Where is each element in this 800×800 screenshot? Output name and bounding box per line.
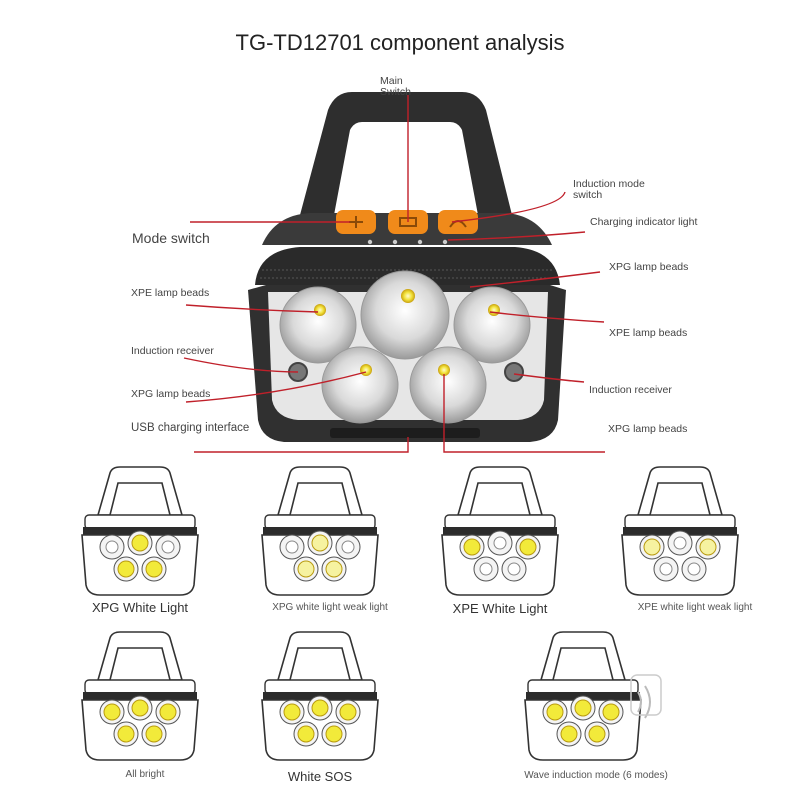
charging-indicator-dot: [367, 239, 373, 245]
lit-bead: [463, 538, 481, 556]
mode-caption-xpe-white: XPE White Light: [452, 601, 548, 616]
mode-caption-xpg-white: XPG White Light: [91, 600, 189, 615]
mode-thumbnail: [524, 631, 662, 761]
unlit-bead: [493, 536, 507, 550]
xpe-bead-left: [314, 304, 326, 316]
lit-bead: [297, 560, 315, 578]
mode-thumbnail: [261, 466, 379, 596]
lit-bead: [283, 703, 301, 721]
unlit-bead: [285, 540, 299, 554]
lit-bead: [339, 703, 357, 721]
lit-bead: [145, 725, 163, 743]
unlit-bead: [105, 540, 119, 554]
xpg-lamp-beads-label-top: XPG lamp beads: [609, 261, 689, 273]
grip-band: [255, 247, 560, 285]
lit-bead: [602, 703, 620, 721]
lit-bead: [519, 538, 537, 556]
lit-bead: [145, 560, 163, 578]
lit-bead: [325, 560, 343, 578]
unlit-bead: [687, 562, 701, 576]
lit-bead: [131, 699, 149, 717]
usb-port: [330, 428, 480, 438]
lit-bead: [311, 534, 329, 552]
lit-bead: [574, 699, 592, 717]
mode-thumbnail: [81, 631, 199, 761]
lit-bead: [131, 534, 149, 552]
headband-clip: [300, 92, 512, 215]
lit-bead: [159, 703, 177, 721]
page-title: TG-TD12701 component analysis: [235, 30, 565, 55]
unlit-bead: [341, 540, 355, 554]
unlit-bead: [161, 540, 175, 554]
lit-bead: [117, 725, 135, 743]
lit-bead: [311, 699, 329, 717]
xpg-lamp-beads-label-left: XPG lamp beads: [131, 388, 211, 400]
lit-bead: [560, 725, 578, 743]
leader-lines: [183, 95, 605, 453]
lit-bead: [643, 538, 661, 556]
lit-bead: [699, 538, 717, 556]
usb-charging-label: USB charging interface: [131, 422, 250, 434]
induction-receiver-label-left: Induction receiver: [131, 345, 214, 357]
xpg-bead-top: [401, 289, 415, 303]
lit-bead: [588, 725, 606, 743]
mode-thumbnail: [261, 631, 379, 761]
lit-bead: [297, 725, 315, 743]
mode-thumbnail: [621, 466, 739, 596]
lit-bead: [117, 560, 135, 578]
xpe-lamp-beads-label-left: XPE lamp beads: [131, 287, 210, 299]
induction-receiver-label-right: Induction receiver: [589, 384, 672, 396]
mode-caption-white-sos: White SOS: [287, 769, 353, 784]
mode-caption-wave-induction: Wave induction mode (6 modes): [524, 770, 668, 781]
xpg-lamp-beads-label-bottom: XPG lamp beads: [608, 423, 688, 435]
xpe-lamp-beads-label-right: XPE lamp beads: [609, 327, 688, 339]
mode-thumbnail: [81, 466, 199, 596]
mode-switch-label: Mode switch: [132, 230, 210, 246]
unlit-bead: [507, 562, 521, 576]
mode-caption-all-bright: All bright: [125, 769, 165, 780]
charging-indicator-label: Charging indicator light: [590, 216, 698, 228]
mode-thumbnail: [441, 466, 559, 596]
xpg-bead-bottom-right: [438, 364, 450, 376]
induction-receiver-right: [504, 362, 524, 382]
unlit-bead: [479, 562, 493, 576]
mode-caption-xpe-weak: XPE white light weak light: [637, 602, 753, 613]
unlit-bead: [659, 562, 673, 576]
lit-bead: [546, 703, 564, 721]
lit-bead: [103, 703, 121, 721]
lit-bead: [325, 725, 343, 743]
unlit-bead: [673, 536, 687, 550]
mode-caption-xpg-weak: XPG white light weak light: [272, 602, 388, 613]
